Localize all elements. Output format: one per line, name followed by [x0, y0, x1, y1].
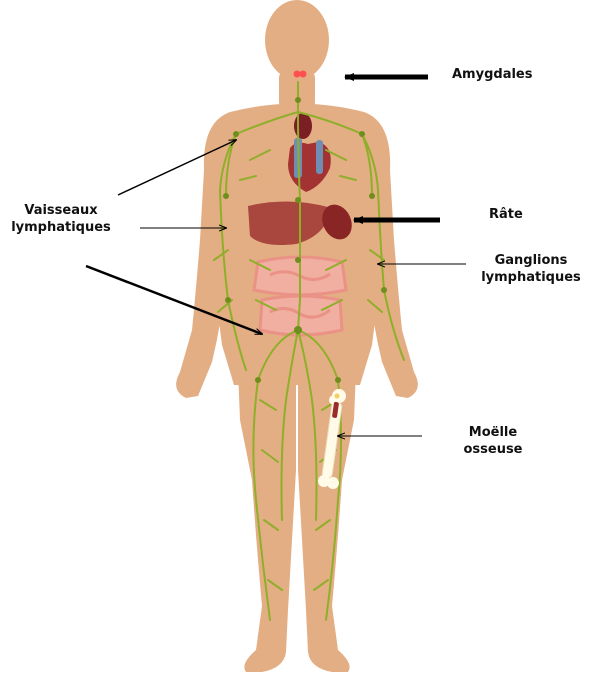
label-moelle-line1: Moëlle — [448, 424, 538, 441]
label-amygdales: Amygdales — [452, 66, 532, 83]
label-vaisseaux-lymphatiques: Vaisseaux lymphatiques — [2, 202, 120, 236]
thymus-icon — [294, 113, 312, 139]
label-rate: Râte — [489, 206, 523, 223]
label-rate-text: Râte — [489, 206, 523, 223]
label-moelle-line2: osseuse — [448, 441, 538, 458]
label-vaisseaux-line1: Vaisseaux — [2, 202, 120, 219]
label-vaisseaux-line2: lymphatiques — [2, 219, 120, 236]
label-amygdales-text: Amygdales — [452, 66, 532, 83]
label-ganglions-line1: Ganglions — [472, 252, 590, 269]
label-ganglions-lymphatiques: Ganglions lymphatiques — [472, 252, 590, 286]
label-moelle-osseuse: Moëlle osseuse — [448, 424, 538, 458]
label-ganglions-line2: lymphatiques — [472, 269, 590, 286]
